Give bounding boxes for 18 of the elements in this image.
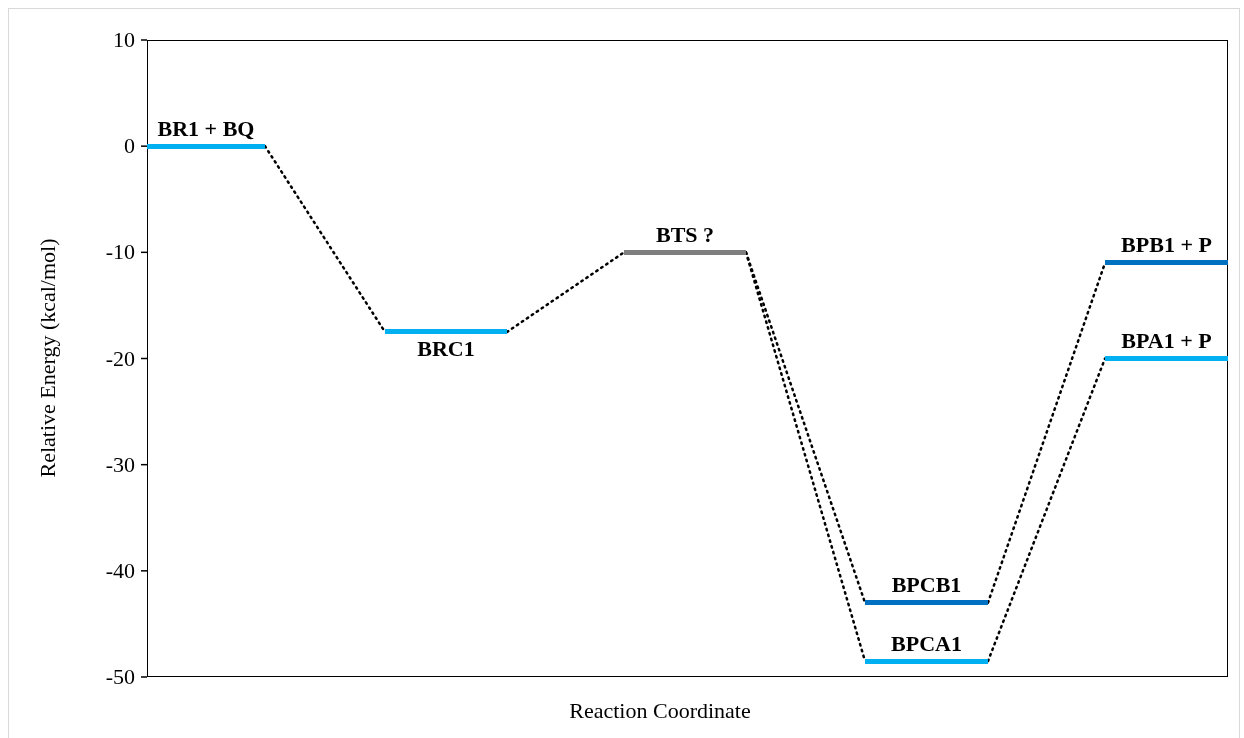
axis-tick-label: 0 — [123, 133, 135, 160]
axis-tick-label: -30 — [104, 451, 135, 478]
level-label: BPCA1 — [891, 629, 962, 658]
axis-tick-label: -10 — [104, 239, 135, 266]
axis-title: Relative Energy (kcal/mol) — [35, 238, 61, 478]
dotted-connector — [505, 251, 626, 334]
level-label: BRC1 — [417, 335, 475, 364]
level-label: BTS ? — [655, 220, 715, 249]
axis-tick-label: -50 — [104, 664, 135, 690]
level-label: BR1 + BQ — [157, 114, 255, 143]
level-label: BPB1 + P — [1121, 231, 1212, 260]
axis-tick-label: -40 — [104, 557, 135, 584]
axis-tick-label: 10 — [112, 27, 135, 53]
axis-tick-label: -20 — [104, 345, 135, 372]
level-label: BPCB1 — [891, 571, 962, 600]
dotted-connector — [986, 357, 1107, 663]
axis-title: Reaction Coordinate — [569, 698, 751, 724]
level-label: BPA1 + P — [1121, 327, 1212, 355]
